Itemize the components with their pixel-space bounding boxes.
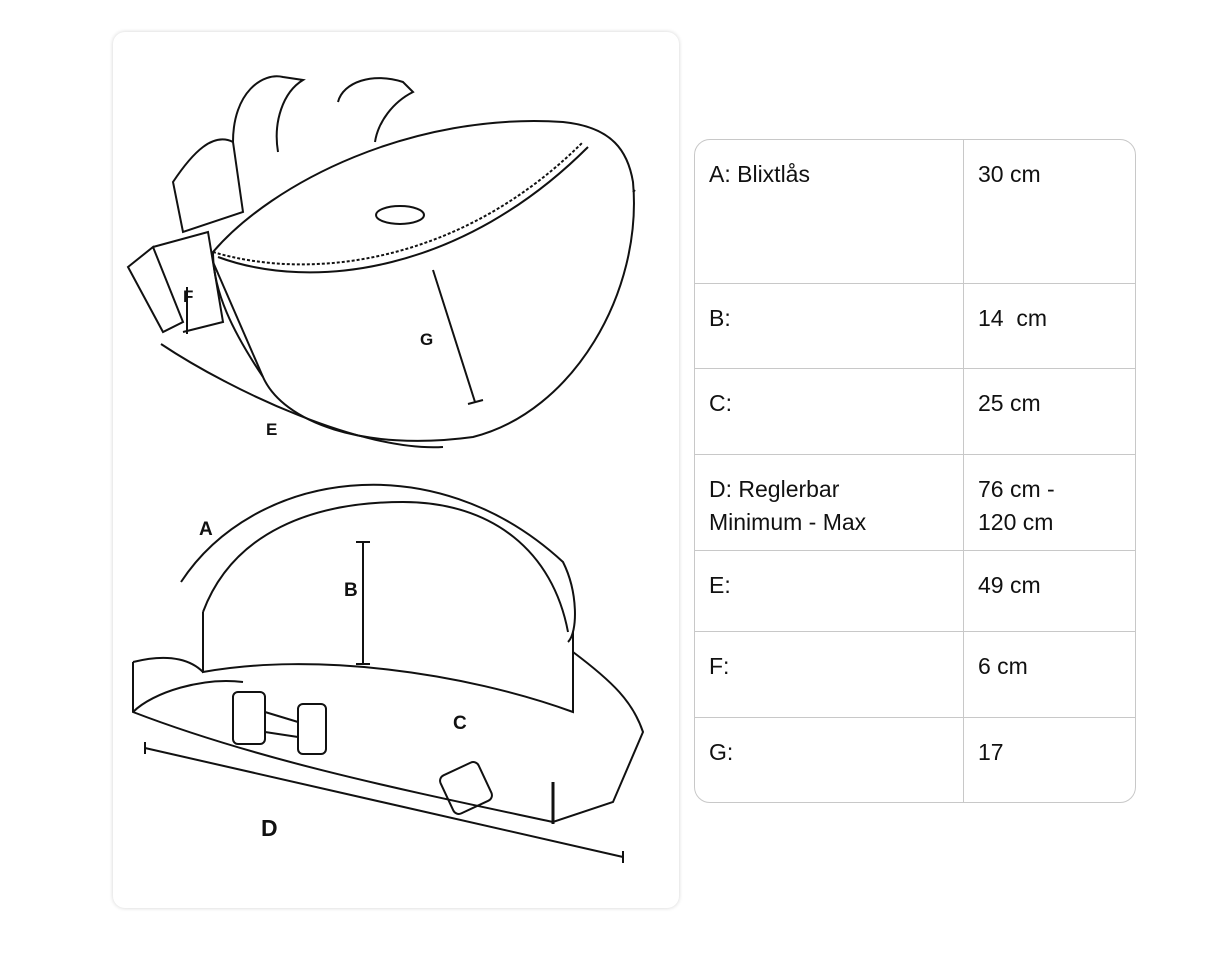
dimension-label: D: Reglerbar Minimum - Max [695, 455, 964, 550]
dimension-value: 76 cm - 120 cm [978, 476, 1055, 535]
dimension-label: E: [695, 551, 964, 631]
label-B: B [344, 580, 358, 601]
bottom-bag-drawing [132, 483, 645, 863]
dimension-value: 6 cm [978, 653, 1028, 679]
label-E: E [266, 420, 277, 439]
table-row: A: Blixtlås 30 cm [695, 140, 1135, 283]
dimension-value: 49 cm [978, 572, 1041, 598]
top-bag-drawing [126, 75, 636, 449]
bag-diagram-card: A B C D E F G [113, 32, 679, 908]
dimension-value: 30 cm [978, 161, 1041, 187]
label-G: G [420, 330, 433, 349]
label-D: D [261, 815, 278, 841]
dimension-value: 17 [978, 739, 1004, 765]
dimension-label: C: [695, 369, 964, 454]
label-C: C [453, 713, 467, 734]
dimension-value: 25 cm [978, 390, 1041, 416]
dimension-label: G: [695, 718, 964, 802]
table-row: B: 14 cm [695, 283, 1135, 368]
dimension-label: A: Blixtlås [695, 140, 964, 283]
dimension-value: 14 cm [978, 305, 1048, 331]
label-A: A [199, 519, 213, 540]
dimensions-table: A: Blixtlås 30 cm B: 14 cm C: 25 cm D: R… [694, 139, 1136, 803]
table-row: F: 6 cm [695, 631, 1135, 717]
table-row: D: Reglerbar Minimum - Max 76 cm - 120 c… [695, 454, 1135, 550]
dimension-label: B: [695, 284, 964, 368]
table-row: C: 25 cm [695, 368, 1135, 454]
table-row: G: 17 [695, 717, 1135, 802]
bag-sketch: A B C D E F G [126, 75, 645, 863]
table-row: E: 49 cm [695, 550, 1135, 631]
label-F: F [183, 287, 193, 306]
dimension-label: F: [695, 632, 964, 717]
